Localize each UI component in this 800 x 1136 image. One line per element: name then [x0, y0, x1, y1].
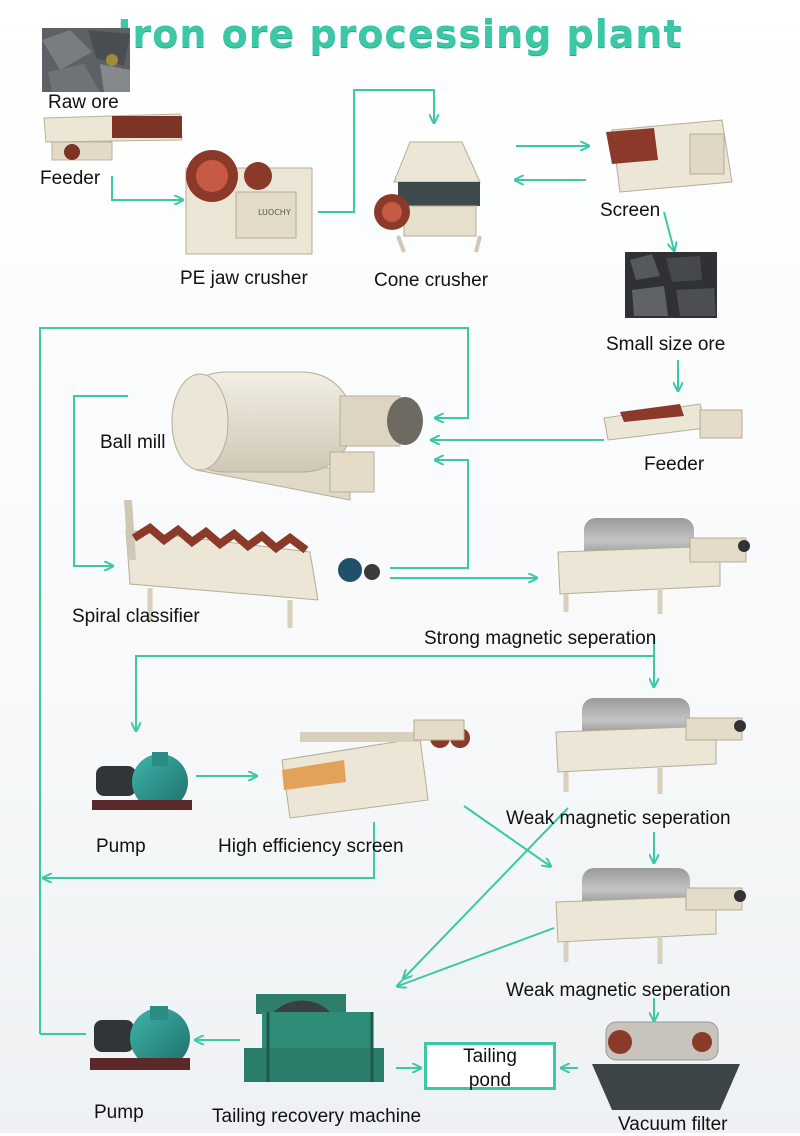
- label-feeder-mid: Feeder: [644, 454, 705, 475]
- arrow-strong-mag-to-pump: [136, 655, 654, 730]
- label-strong-magnetic: Strong magnetic seperation: [424, 628, 657, 649]
- tailing-pond-box: [424, 1042, 556, 1090]
- ball-mill-image: [171, 371, 423, 501]
- label-spiral-classifier: Spiral classifier: [72, 606, 200, 627]
- svg-text:LUOCHY: LUOCHY: [258, 208, 291, 217]
- label-cone-crusher: Cone crusher: [374, 270, 489, 291]
- feeder-top-image: [43, 113, 183, 161]
- label-tailing-recovery: Tailing recovery machine: [212, 1106, 422, 1127]
- label-ball-mill: Ball mill: [100, 432, 166, 453]
- feeder-mid-image: [603, 403, 743, 441]
- pump-mid-image: [92, 752, 192, 810]
- vibrating-screen-image: [606, 119, 733, 193]
- label-weak-magnetic-2: Weak magnetic seperation: [506, 980, 731, 1001]
- pump-bottom-image: [90, 1006, 190, 1070]
- weak-magnetic-separator-1-image: [555, 698, 746, 794]
- small-ore-image: [625, 252, 717, 318]
- arrow-jaw-to-cone: [318, 89, 434, 213]
- arrow-weak-mag-2-to-tailing: [398, 927, 555, 986]
- arrow-classifier-return-to-ball-mill: [390, 460, 469, 569]
- label-high-eff-screen: High efficiency screen: [218, 836, 404, 857]
- strong-magnetic-separator-image: [557, 518, 750, 614]
- label-feeder-top: Feeder: [40, 168, 101, 189]
- label-raw-ore: Raw ore: [48, 92, 119, 113]
- weak-magnetic-separator-2-image: [555, 868, 746, 964]
- label-weak-magnetic-1: Weak magnetic seperation: [506, 808, 731, 829]
- arrow-screen-to-weak-mag-2: [463, 805, 550, 866]
- label-pump-mid: Pump: [96, 836, 146, 857]
- arrow-ball-mill-to-classifier: [73, 395, 128, 566]
- vacuum-filter-image: [592, 1021, 740, 1110]
- label-screen: Screen: [600, 200, 661, 221]
- spiral-classifier-image: [124, 500, 380, 628]
- label-vacuum-filter: Vacuum filter: [618, 1114, 728, 1135]
- label-pump-bottom: Pump: [94, 1102, 144, 1123]
- arrow-loop-to-ball-mill: [39, 327, 469, 1034]
- arrow-weak-mag-1-to-tailing: [404, 807, 569, 978]
- label-small-ore: Small size ore: [606, 334, 726, 355]
- high-efficiency-screen-image: [281, 719, 470, 819]
- label-jaw-crusher: PE jaw crusher: [180, 268, 308, 289]
- arrow-screen-to-loop: [44, 822, 375, 878]
- raw-ore-image: [42, 28, 130, 92]
- cone-crusher-image: [374, 141, 482, 253]
- tailing-recovery-machine-image: [244, 994, 384, 1082]
- page-title: Iron ore processing plant: [117, 12, 683, 56]
- label-tailing-pond: Tailing pond: [463, 1046, 517, 1091]
- arrow-feeder-to-jaw: [111, 176, 182, 200]
- arrow-screen-to-small-ore: [663, 211, 674, 250]
- jaw-crusher-image: LUOCHY: [185, 150, 313, 255]
